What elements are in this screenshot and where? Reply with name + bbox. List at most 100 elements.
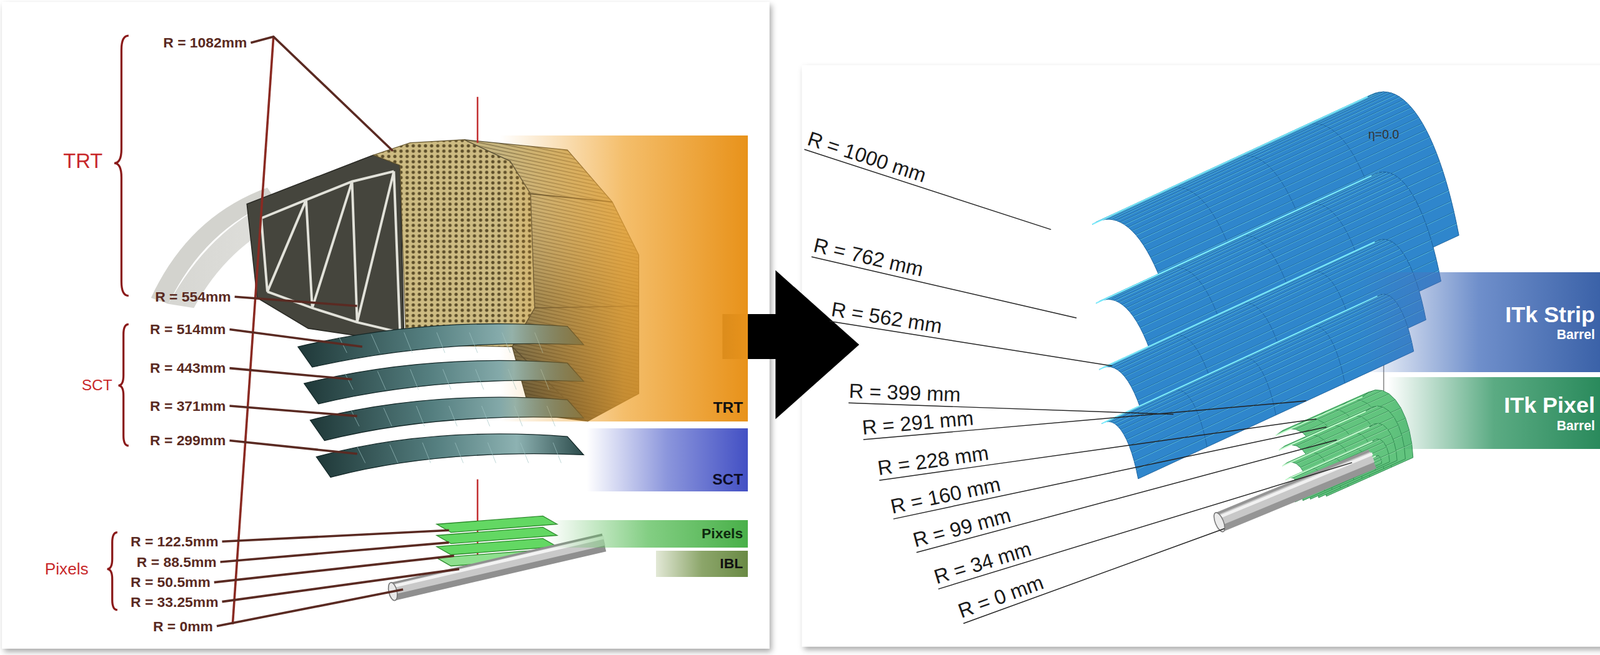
leader-line	[893, 427, 1327, 520]
radius-label: R = 299mm	[149, 432, 226, 449]
band-label: Barrel	[1556, 418, 1596, 434]
region-brace	[118, 324, 129, 446]
module-line	[1350, 238, 1354, 247]
module-line	[1340, 365, 1343, 375]
module-line	[1205, 437, 1208, 448]
trt-truss	[261, 171, 400, 333]
module-line	[1198, 279, 1203, 285]
sct-module-line	[449, 406, 458, 427]
band-label: Pixels	[701, 526, 743, 543]
module-line	[1353, 155, 1358, 162]
sct-module-line	[377, 371, 386, 390]
module-line	[1255, 306, 1259, 310]
sct-module-line	[481, 406, 490, 427]
module-line	[1270, 253, 1275, 259]
sct-module-line	[410, 369, 419, 390]
module-line	[1263, 244, 1268, 249]
module-line	[1202, 284, 1206, 290]
module-line	[1203, 361, 1207, 369]
module-line	[1358, 449, 1362, 453]
module-line	[1215, 219, 1220, 226]
module-line	[1197, 195, 1201, 200]
leader-line	[229, 329, 362, 348]
band-label: IBL	[719, 556, 743, 573]
module-line	[1327, 277, 1332, 282]
sct-module-line	[475, 369, 484, 390]
module-line	[1208, 296, 1213, 304]
detector-band: IBL	[655, 551, 748, 578]
module-line	[1267, 382, 1270, 390]
module-line	[1260, 241, 1264, 245]
beam-pipe-shine	[392, 541, 605, 590]
module-line	[1331, 281, 1335, 287]
module-line	[1361, 434, 1366, 439]
module-line	[1212, 302, 1216, 310]
leader-line	[221, 530, 449, 542]
radius-label: R = 50.5mm	[130, 574, 211, 591]
module-line	[1346, 144, 1351, 150]
module-line	[1318, 436, 1324, 441]
module-line	[1258, 309, 1263, 314]
leader-line	[804, 149, 1051, 230]
module-line	[1197, 349, 1201, 355]
module-line	[1330, 128, 1335, 132]
module-line	[1336, 216, 1341, 221]
module-line	[1267, 248, 1272, 253]
sct-module-line	[436, 332, 445, 353]
leader-line	[963, 528, 1225, 624]
band-label: ITk Strip	[1505, 302, 1596, 328]
module-line	[1262, 160, 1266, 164]
module-line	[1222, 232, 1226, 240]
leader-line	[229, 441, 357, 455]
module-line	[1191, 273, 1196, 277]
sct-module-line	[344, 373, 353, 390]
radius-label: R = 1082mm	[163, 34, 247, 51]
beam-pipe-end	[1212, 511, 1228, 534]
trt-end-face	[246, 154, 405, 343]
panel-card	[802, 65, 1600, 648]
module-line	[1284, 187, 1289, 194]
module-line	[1200, 421, 1204, 430]
module-line	[1273, 171, 1278, 177]
band-label: Barrel	[1556, 327, 1596, 343]
module-line	[1186, 337, 1191, 342]
module-line	[1342, 374, 1345, 384]
module-line	[1202, 429, 1205, 438]
eta-zero-line	[476, 96, 478, 143]
module-line	[1340, 426, 1346, 431]
sct-module-line	[487, 442, 497, 464]
module-line	[1342, 139, 1347, 145]
sct-module-line	[383, 407, 392, 427]
radius-label: R = 554mm	[154, 288, 231, 305]
module-line	[1264, 376, 1268, 383]
module-line	[1346, 232, 1351, 240]
sct-module-line	[404, 332, 413, 353]
radius-label: R = 0mm	[153, 618, 214, 635]
module-line	[1343, 226, 1347, 233]
radius-label: R = 88.5mm	[136, 554, 217, 571]
module-line	[1356, 161, 1361, 169]
module-line	[1360, 400, 1368, 404]
module-line	[1333, 344, 1336, 351]
radius-label: η=0.0	[1368, 127, 1400, 142]
module-line	[1323, 274, 1328, 278]
module-line	[1291, 200, 1296, 209]
module-line	[1332, 212, 1337, 217]
leader-line	[829, 321, 1113, 367]
module-line	[1219, 225, 1224, 233]
module-line	[1334, 285, 1338, 292]
sct-layer	[316, 434, 584, 478]
module-line	[1281, 181, 1286, 187]
leader-line	[220, 542, 450, 563]
module-line	[1187, 270, 1192, 274]
detector-band: SCT	[586, 428, 748, 492]
module-line	[1269, 166, 1274, 172]
module-line	[1360, 168, 1364, 177]
stave-highlight	[1102, 296, 1378, 424]
module-line	[1318, 454, 1323, 458]
leader-line	[216, 589, 403, 627]
band-label: SCT	[712, 471, 743, 488]
sct-module-line	[469, 332, 478, 353]
module-line	[1193, 344, 1197, 350]
